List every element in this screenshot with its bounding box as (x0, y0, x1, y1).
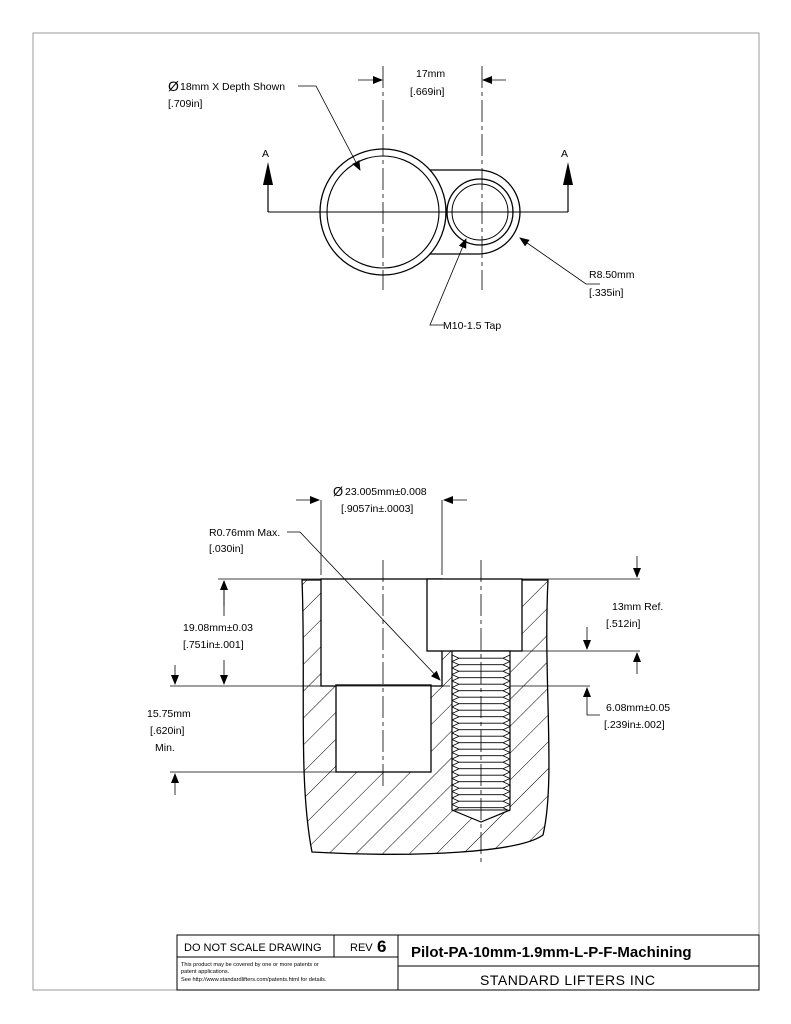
svg-text:[.751in±.001]: [.751in±.001] (183, 639, 244, 651)
svg-text:[.620in]: [.620in] (150, 725, 185, 737)
bore-diameter-in: .709in (171, 98, 200, 110)
section-arrow-right (563, 162, 573, 185)
rev-value: 6 (377, 937, 386, 956)
tap-depth-ref-in: .512in (609, 618, 638, 630)
leader-corner-radius (287, 531, 441, 681)
patent-note-3: See http://www.standardlifters.com/paten… (181, 977, 327, 983)
tap-depth-ref-mm: 13mm Ref. (612, 601, 663, 613)
section-diameter-mm: 23.005mm±0.008 (345, 486, 427, 498)
leader-tap (429, 238, 467, 326)
svg-text:[.030in]: [.030in] (209, 543, 244, 555)
patent-note-1: This product may be covered by one or mo… (181, 962, 319, 968)
radius-mm: R8.50mm (589, 269, 635, 281)
patent-note-2: patent applications. (181, 969, 230, 975)
step-mm: 6.08mm±0.05 (606, 702, 670, 714)
section-arrow-left (263, 162, 273, 185)
depth-2-note: Min. (155, 742, 175, 754)
svg-text:[.512in]: [.512in] (606, 618, 641, 630)
top-view (263, 66, 600, 326)
drawing-title: Pilot-PA-10mm-1.9mm-L-P-F-Machining (411, 944, 692, 961)
bore-diameter-symbol: Ø (168, 78, 179, 94)
leader-bore (298, 85, 361, 171)
depth-2-mm: 15.75mm (147, 708, 191, 720)
company-name: STANDARD LIFTERS INC (480, 972, 655, 988)
depth-1-mm: 19.08mm±0.03 (183, 622, 253, 634)
step-in: .239in±.002 (607, 719, 662, 731)
lower-bore (335, 684, 432, 773)
bore-diameter-mm: 18mm X Depth Shown (180, 81, 285, 93)
leader-radius (519, 237, 600, 285)
section-label-a-right: A (561, 148, 568, 160)
tap-callout: M10-1.5 Tap (443, 320, 501, 332)
tap-counterbore (426, 578, 523, 652)
svg-text:[.9057in±.0003]: [.9057in±.0003] (341, 503, 413, 515)
center-distance-mm: 17mm (416, 68, 445, 80)
depth-2-in: .620in (153, 725, 182, 737)
do-not-scale-label: DO NOT SCALE DRAWING (184, 942, 322, 954)
section-diameter-in: .9057in±.0003 (344, 503, 411, 515)
radius-in: .335in (592, 287, 621, 299)
svg-text:[.335in]: [.335in] (589, 287, 624, 299)
title-block (176, 934, 760, 991)
svg-text:[.239in±.002]: [.239in±.002] (604, 719, 665, 731)
depth-1-in: .751in±.001 (186, 639, 241, 651)
corner-radius-in: .030in (212, 543, 241, 555)
rev-label: REV (350, 942, 373, 954)
counterbore (320, 578, 443, 687)
section-view (170, 496, 641, 865)
svg-text:[.669in]: [.669in] (410, 86, 445, 98)
svg-text:[.709in]: [.709in] (168, 98, 203, 110)
corner-radius-mm: R0.76mm Max. (209, 527, 280, 539)
section-label-a-left: A (262, 148, 269, 160)
section-diameter-symbol: Ø (333, 484, 343, 499)
center-distance-in: .669in (413, 86, 442, 98)
